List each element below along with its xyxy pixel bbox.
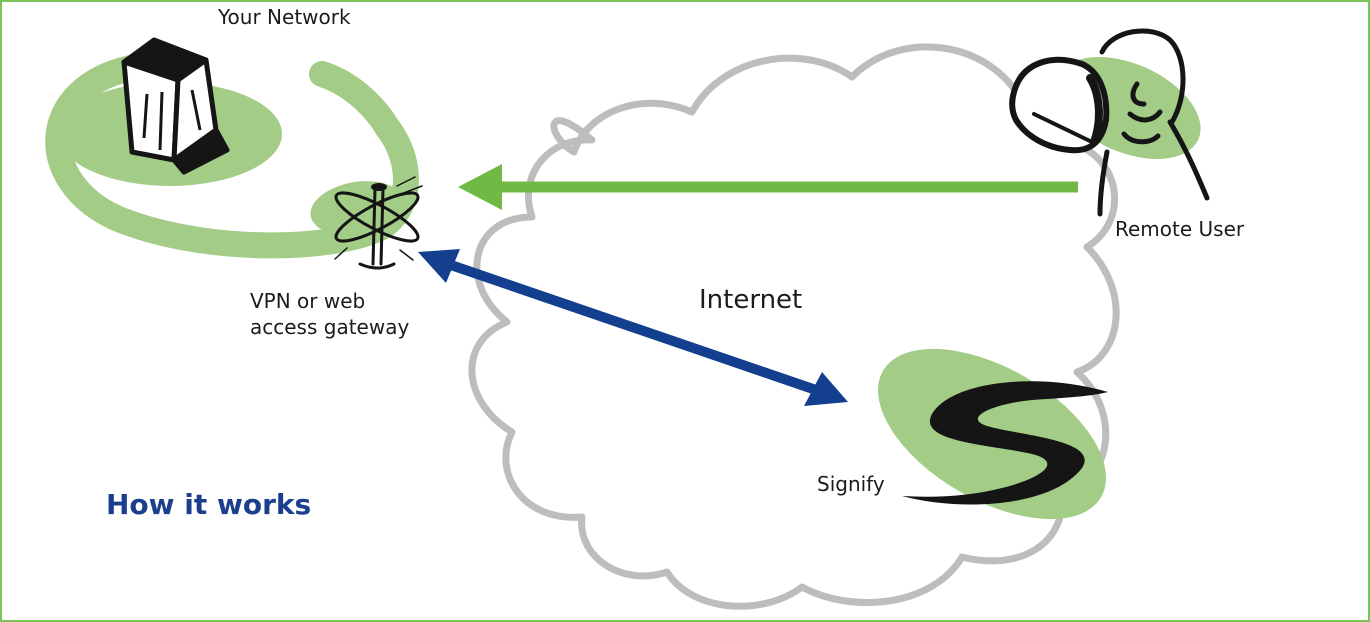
gateway-turnstile-icon (310, 176, 423, 270)
gateway-signify-arrow (418, 249, 848, 406)
signify-label: Signify (817, 472, 885, 496)
internet-cloud-icon (468, 43, 1120, 610)
signify-logo-icon (878, 348, 1108, 520)
gateway-label-line1: VPN or web (250, 289, 366, 313)
server-tower-icon (121, 37, 230, 175)
gateway-label: VPN or web access gateway (250, 288, 409, 340)
remote-user-label: Remote User (1115, 217, 1245, 241)
internet-label: Internet (699, 285, 803, 315)
remote-user-icon (1009, 28, 1210, 217)
page-title: How it works (106, 488, 312, 521)
your-network-label: Your Network (218, 5, 351, 29)
gateway-label-line2: access gateway (250, 315, 410, 339)
remote-access-arrow (458, 164, 1078, 210)
